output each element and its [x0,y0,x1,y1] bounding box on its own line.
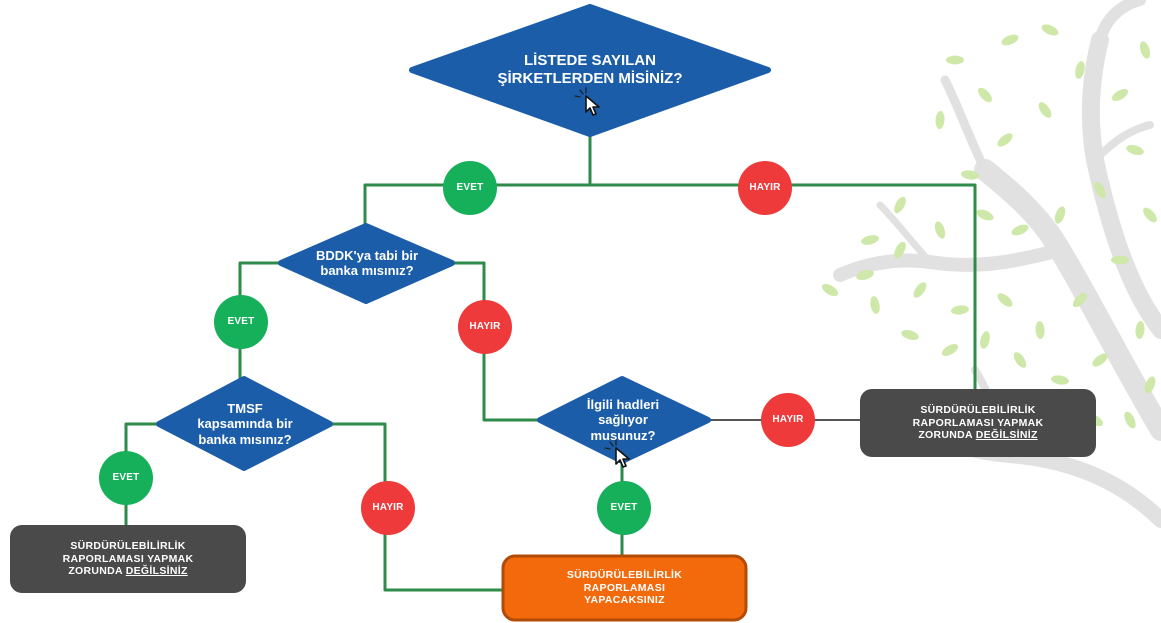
hand-click-icon [574,87,600,116]
result-right-emphasis: DEĞİLSİNİZ [975,429,1038,442]
tree-leaf [822,283,838,297]
tree-leaf [861,235,879,245]
tree-leaf [1143,207,1157,223]
tree-leaf [997,293,1013,307]
no-label-2: HAYIR [469,321,501,333]
q3-line-2: kapsamında bir [197,416,293,432]
result-left-line-3: ZORUNDA DEĞİLSİNİZ [63,565,194,577]
tree-leaf [1092,353,1108,367]
yes-circle-3 [99,451,153,505]
decision-diamond-q2 [278,223,455,304]
yes-circle-4 [597,481,651,535]
result-box-left [10,525,246,593]
result-right-line-2: RAPORLAMASI YAPMAK [912,416,1044,429]
tree-leaf [1041,24,1059,36]
tree-leaf [946,55,964,65]
tree-leaf [1135,321,1145,339]
tree-leaf [1126,145,1144,155]
q3-line-1: TMSF [227,401,263,416]
tree-leaf [941,344,959,356]
no-circle-1 [738,161,792,215]
decision-diamond-q3 [156,376,333,471]
tree-leaf [1111,255,1129,265]
tree-leaf [978,87,992,103]
tree-leaf [1038,102,1052,118]
tree-leaf [1051,375,1069,385]
tree-leaf [1013,352,1027,368]
no-label-3: HAYIR [772,414,804,426]
result-left-line-2: RAPORLAMASI YAPMAK [62,552,194,565]
result-right-prefix: ZORUNDA [918,429,976,442]
result-left-emphasis: DEĞİLSİNİZ [125,565,188,578]
q2-line-1: BDDK'ya tabi bir [315,247,419,263]
tree-leaf [1035,321,1045,339]
yes-circle-2 [214,295,268,349]
tree-leaf [980,331,990,349]
tree-leaf [961,170,979,180]
yes-circle-1 [443,161,497,215]
yes-label-3: EVET [112,472,140,484]
connector-lines [124,130,977,592]
no-circle-4 [361,481,415,535]
tree-leaf [1094,181,1106,199]
no-label-4: HAYIR [372,502,404,514]
tree-leaf [1124,411,1136,429]
result-required-line-1: SÜRDÜRÜLEBİLİRLİK [566,569,683,582]
tree-leaf [856,270,874,280]
tree-leaf [951,305,969,315]
q2-line-2: banka mısınız? [320,263,414,278]
tree-leaf [935,111,945,129]
q1-line-2: ŞİRKETLERDEN MİSİNİZ? [497,70,683,87]
tree-leaf [894,241,906,259]
result-right-line-3: ZORUNDA DEĞİLSİNİZ [913,429,1044,441]
tree-leaf [997,133,1013,147]
tree-leaf [870,296,880,314]
tree-leaf [1011,224,1029,236]
tree-leaf [976,209,994,221]
result-left-line-1: SÜRDÜRÜLEBİLİRLİK [70,540,186,553]
tree-leaf [1072,292,1088,308]
tree-leaf [1001,34,1019,46]
tree-leaf [1111,88,1129,102]
result-required-label: SÜRDÜRÜLEBİLİRLİK RAPORLAMASI YAPACAKSIN… [506,559,743,617]
q4-line-1: İlgili hadleri [586,397,660,412]
yes-label-4: EVET [610,502,638,514]
q4-line-3: musunuz? [590,427,656,443]
result-box-required [501,554,748,622]
no-circle-3 [761,393,815,447]
tree-leaf [913,282,927,298]
q3-line-3: banka mısınız? [198,431,292,447]
tree-leaf [1144,376,1156,394]
tree-leaf [1139,41,1151,59]
tree-leaf [894,196,906,214]
no-label-1: HAYIR [749,182,781,194]
no-circle-2 [458,300,512,354]
tree-leaf [1075,61,1085,79]
result-left-label: SÜRDÜRÜLEBİLİRLİK RAPORLAMASI YAPMAK ZOR… [12,528,244,590]
q4-line-2: sağlıyor [598,412,648,428]
result-required-line-2: RAPORLAMASI [583,581,666,594]
tree-leaf [901,329,919,341]
yes-label-1: EVET [456,182,484,194]
q1-line-1: LİSTEDE SAYILAN [524,52,656,70]
result-box-right [860,389,1096,457]
result-right-line-1: SÜRDÜRÜLEBİLİRLİK [920,404,1036,417]
tree-leaf [934,221,946,239]
hand-click-icon [604,439,630,468]
yes-label-2: EVET [227,316,255,328]
tree-leaf [1054,206,1066,224]
decision-diamond-q1 [409,4,771,137]
result-left-prefix: ZORUNDA [68,565,126,578]
result-required-line-3: YAPACAKSINIZ [584,594,665,607]
result-right-label: SÜRDÜRÜLEBİLİRLİK RAPORLAMASI YAPMAK ZOR… [862,392,1094,454]
